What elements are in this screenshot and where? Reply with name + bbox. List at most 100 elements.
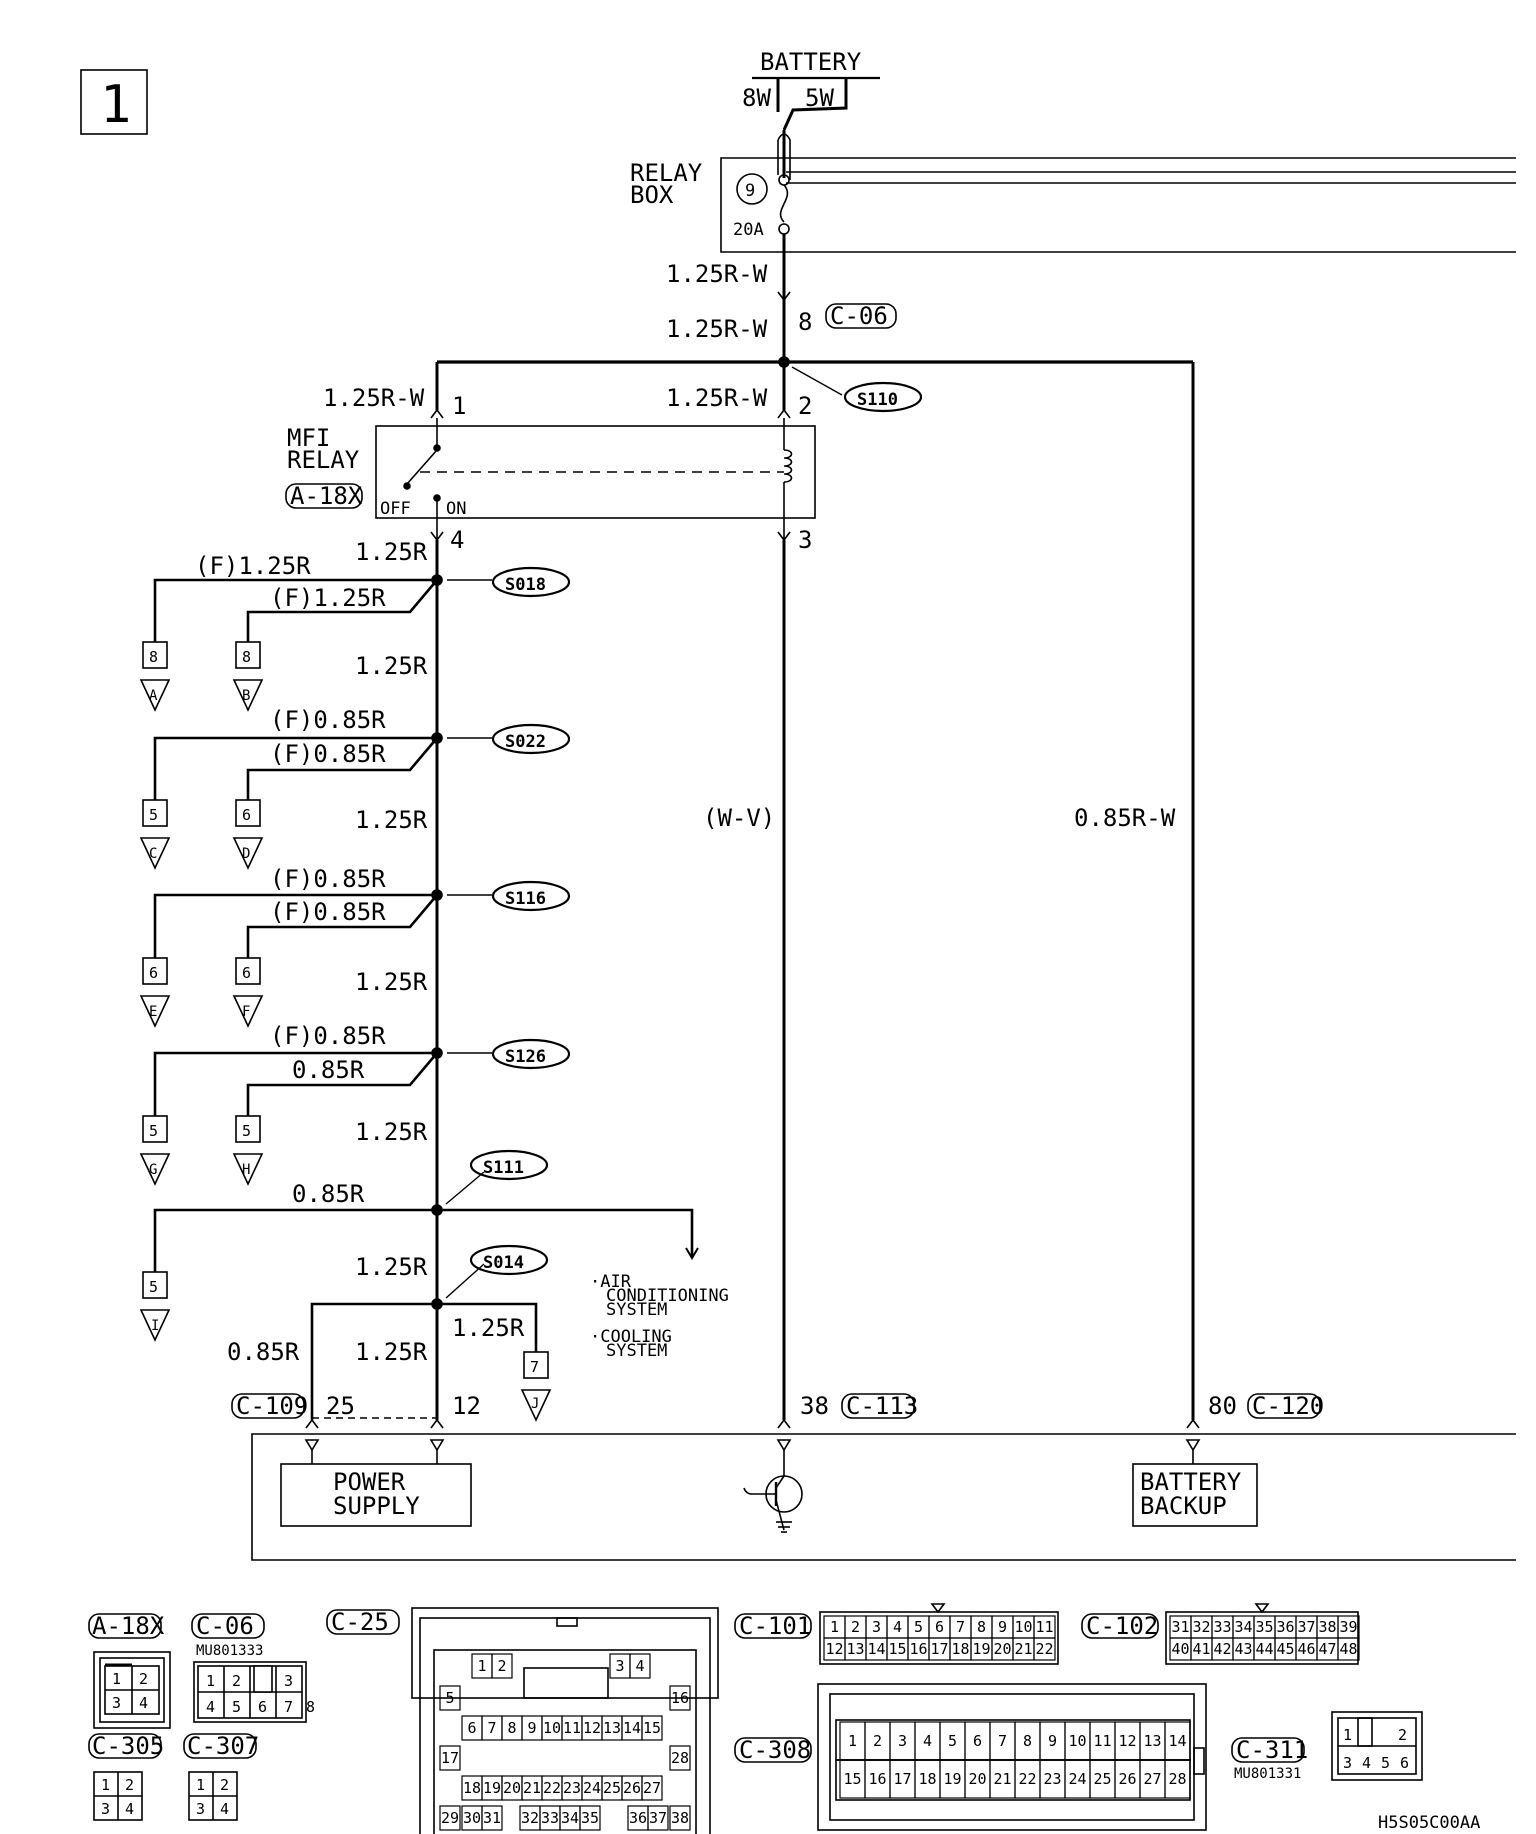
c25-pin-16: 16	[671, 1689, 689, 1707]
c101-pin-22: 22	[1035, 1640, 1053, 1658]
c305-connector-view	[93, 1771, 143, 1821]
wire-relay-pin2: 1.25R-W	[666, 384, 768, 412]
c308-pin-17: 17	[893, 1770, 911, 1788]
c25-pin-9: 9	[527, 1719, 536, 1737]
relay-on-label: ON	[446, 499, 466, 519]
power-supply-label-1: POWER	[333, 1468, 406, 1496]
c102-pin-41: 41	[1192, 1640, 1210, 1658]
c101-pin-17: 17	[930, 1640, 948, 1658]
c25-pin-17: 17	[441, 1749, 459, 1767]
splice-callout-arrows	[445, 366, 843, 1299]
c308-connector-view	[817, 1683, 1207, 1831]
s018-lower-wire: (F)1.25R	[270, 584, 386, 612]
c25-pin-13: 13	[603, 1719, 621, 1737]
c308-pin-5: 5	[948, 1732, 957, 1750]
s126-left-pin: 5	[149, 1122, 158, 1140]
battery-wire-5w: 5W	[805, 84, 834, 112]
relay-off-dot	[403, 482, 411, 490]
c101-view-label: C-101	[739, 1612, 811, 1640]
c120-pin-80: 80	[1208, 1392, 1237, 1420]
c06-connector-view	[193, 1661, 307, 1723]
c25-pin-34: 34	[561, 1809, 579, 1827]
c102-pin-32: 32	[1192, 1618, 1210, 1636]
c102-pin-45: 45	[1276, 1640, 1294, 1658]
c308-pin-10: 10	[1068, 1732, 1086, 1750]
system-line-5: SYSTEM	[606, 1341, 667, 1361]
c305-view-tag	[88, 1733, 162, 1759]
c25-pin-15-cell	[641, 1715, 663, 1741]
c308-pin-9: 9	[1048, 1732, 1057, 1750]
c25-view-tag	[326, 1609, 400, 1635]
relay-box-outline	[720, 157, 1516, 253]
c06-connector-label: C-06	[830, 302, 888, 330]
branch-terminal-boxes	[142, 641, 549, 1379]
j-dest: J	[531, 1396, 539, 1412]
c102-pin-34: 34	[1234, 1618, 1252, 1636]
c101-pin-19: 19	[972, 1640, 990, 1658]
mfi-relay-label-1: MFI	[287, 424, 330, 452]
c06-pin-4: 4	[206, 1698, 215, 1716]
s022-left-pin: 5	[149, 806, 158, 824]
c25-pin-16-cell	[669, 1685, 691, 1711]
system-line-3: SYSTEM	[606, 1300, 667, 1320]
c25-pin-27-cell	[641, 1775, 663, 1801]
system-line-1: ·AIR	[590, 1272, 632, 1292]
c101-pin-12: 12	[825, 1640, 843, 1658]
s116-label: S116	[505, 889, 546, 909]
c06-connector-arrow	[777, 291, 791, 302]
c308-pin-14: 14	[1168, 1732, 1186, 1750]
c102-pin-31: 31	[1171, 1618, 1189, 1636]
c25-pin-18: 18	[463, 1779, 481, 1797]
s126-label: S126	[505, 1047, 546, 1067]
s116-left-pin: 6	[149, 964, 158, 982]
c308-pin-3: 3	[898, 1732, 907, 1750]
c308-pin-20: 20	[968, 1770, 986, 1788]
c308-pin-21: 21	[993, 1770, 1011, 1788]
c102-pin-37: 37	[1297, 1618, 1315, 1636]
c25-pin-17-cell	[439, 1745, 461, 1771]
c308-pin-22: 22	[1018, 1770, 1036, 1788]
c308-pin-4: 4	[923, 1732, 932, 1750]
wire-seg3: 1.25R	[355, 968, 428, 996]
wire-relay-pin1: 1.25R-W	[323, 384, 425, 412]
c06-view-tag	[191, 1613, 265, 1639]
c307-view-tag	[183, 1733, 257, 1759]
c25-pin-22: 22	[543, 1779, 561, 1797]
c120-connector-label: C-120	[1252, 1392, 1324, 1420]
c25-pin-4-cell	[629, 1653, 651, 1679]
j-pin: 7	[530, 1358, 539, 1376]
s111-wire: 0.85R	[292, 1180, 365, 1208]
c06-part-number: MU801333	[196, 1643, 263, 1659]
c101-pin-11: 11	[1035, 1618, 1053, 1636]
battery-5w-wire	[782, 78, 848, 131]
battery-backup-label-2: BACKUP	[1140, 1492, 1227, 1520]
c25-pin-5: 5	[445, 1689, 454, 1707]
mfi-relay-label-2: RELAY	[287, 446, 360, 474]
c25-pin-1: 1	[477, 1657, 486, 1675]
wire-seg1: 1.25R	[355, 652, 428, 680]
battery-backup-box	[1132, 1463, 1258, 1527]
c305-pin-2: 2	[125, 1776, 134, 1794]
s116-right-pin: 6	[242, 964, 251, 982]
c25-pin-15: 15	[643, 1719, 661, 1737]
c305-pin-1: 1	[101, 1776, 110, 1794]
c25-pin-7: 7	[487, 1719, 496, 1737]
c102-pin-35: 35	[1255, 1618, 1273, 1636]
s116-branches	[153, 889, 443, 958]
c06-pin-7: 7	[284, 1698, 293, 1716]
s018-label: S018	[505, 575, 546, 595]
power-supply-box	[280, 1463, 472, 1527]
c25-pin-33: 33	[541, 1809, 559, 1827]
c101-pin-7: 7	[956, 1618, 965, 1636]
c101-connector-view	[819, 1603, 1059, 1665]
c25-pin-32: 32	[521, 1809, 539, 1827]
relay-switch-arm	[406, 449, 438, 485]
c308-view-label: C-308	[739, 1736, 811, 1764]
c25-pin-35-cell	[579, 1805, 601, 1831]
s022-right-pin: 6	[242, 806, 251, 824]
fuse-icon	[779, 184, 789, 223]
ecu-outline	[251, 1433, 1516, 1561]
wire-relaybox-out: 1.25R-W	[666, 260, 768, 288]
fuse-number-circle	[736, 173, 768, 205]
